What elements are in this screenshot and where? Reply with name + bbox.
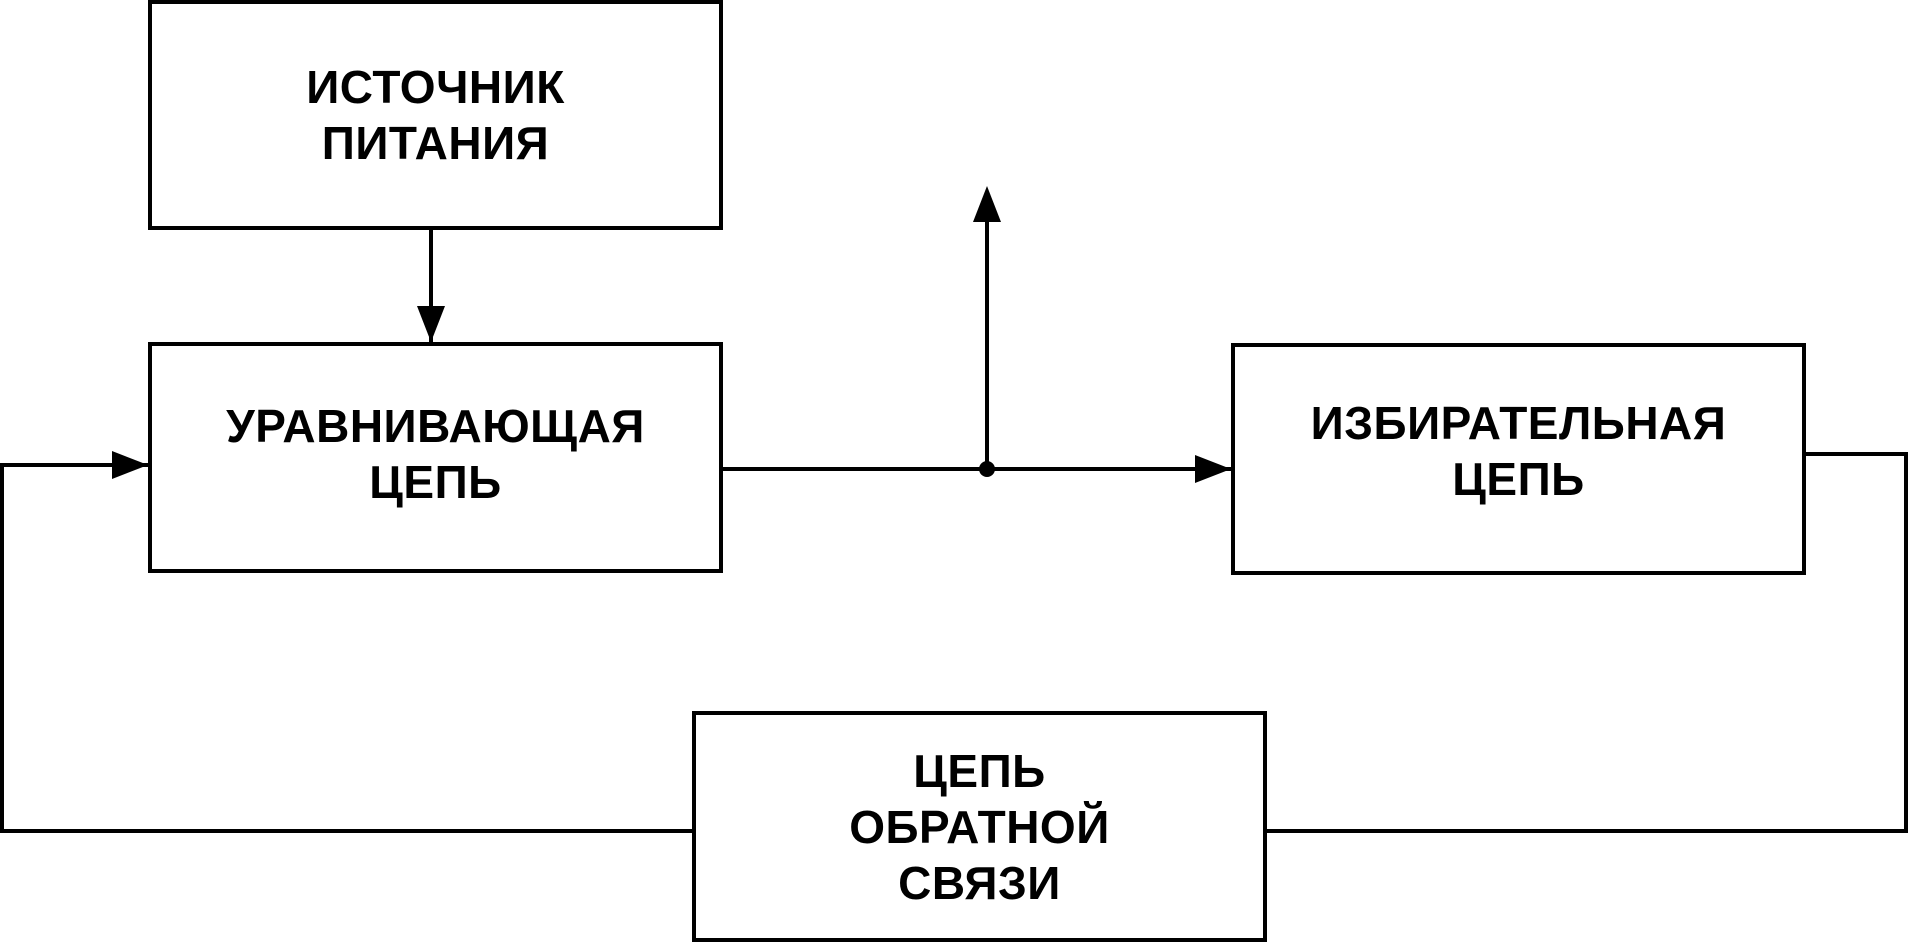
- arrowhead-right-icon: [1195, 455, 1231, 483]
- arrowhead-down-icon: [417, 306, 445, 342]
- arrowhead-right-icon: [112, 451, 148, 479]
- equalizing-circuit-block: УРАВНИВАЮЩАЯ ЦЕПЬ: [148, 342, 723, 573]
- power-supply-label-line2: ПИТАНИЯ: [321, 117, 550, 169]
- arrowhead-up-icon: [973, 186, 1001, 222]
- selective-circuit-block: ИЗБИРАТЕЛЬНАЯ ЦЕПЬ: [1231, 343, 1806, 575]
- equalizing-circuit-label-line1: УРАВНИВАЮЩАЯ: [226, 399, 645, 452]
- feedback-circuit-label-line3: СВЯЗИ: [898, 856, 1061, 909]
- feedback-circuit-label-line1: ЦЕПЬ: [913, 744, 1046, 797]
- selective-circuit-label-line2: ЦЕПЬ: [1452, 453, 1585, 505]
- feedback-circuit-block: ЦЕПЬ ОБРАТНОЙ СВЯЗИ: [692, 711, 1267, 942]
- equalizing-circuit-label-line2: ЦЕПЬ: [369, 455, 502, 508]
- feedback-line-right: [1267, 452, 1908, 833]
- selective-circuit-label-line1: ИЗБИРАТЕЛЬНАЯ: [1310, 397, 1727, 449]
- power-supply-block: ИСТОЧНИК ПИТАНИЯ: [148, 0, 723, 230]
- feedback-line-left: [0, 463, 692, 833]
- junction-dot: [979, 461, 995, 477]
- power-supply-label-line1: ИСТОЧНИК: [306, 61, 565, 113]
- feedback-circuit-label-line2: ОБРАТНОЙ: [849, 800, 1110, 853]
